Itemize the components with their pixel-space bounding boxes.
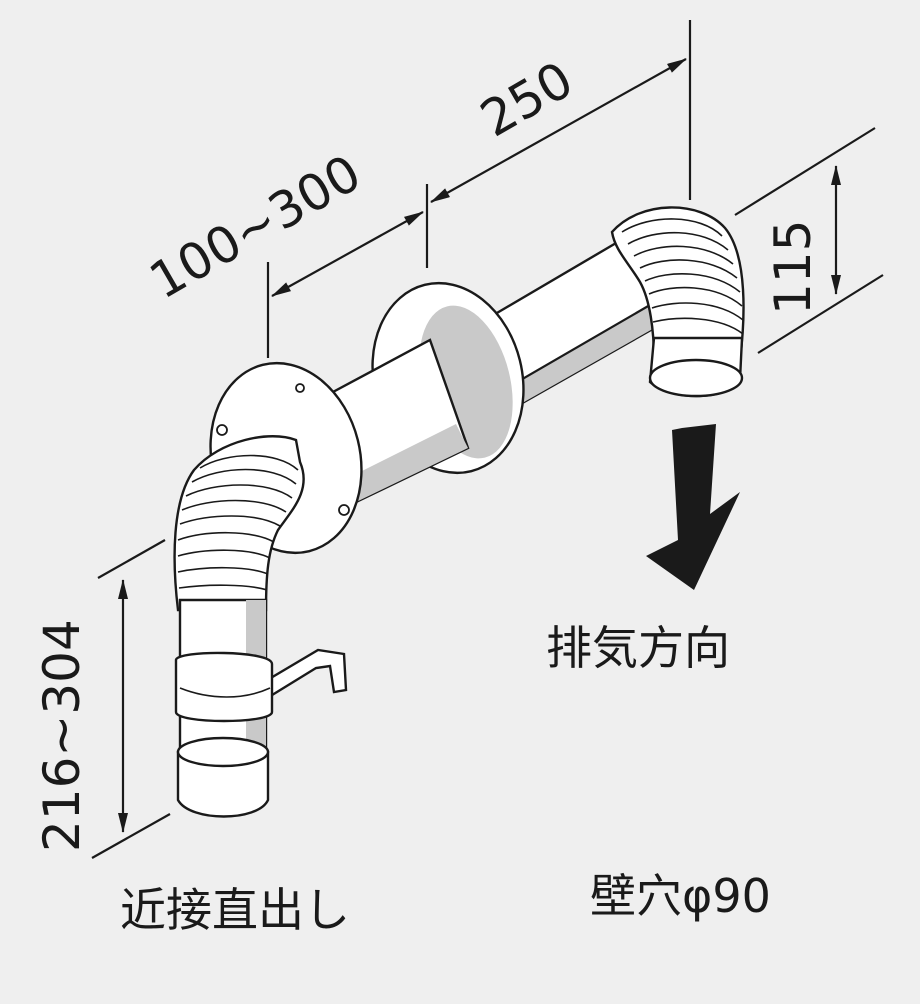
flange-screw-left-1 [216,424,228,436]
pipe-edge-right [499,297,663,393]
dimension-outlet-height: 115 [734,127,884,354]
elbow-right [610,206,745,398]
extension-line-lower [91,813,171,859]
extension-line-upper [97,539,166,579]
dimension-label-horizontal-length: 250 [471,50,583,148]
bracket-band [174,651,274,723]
elbow-ribs-left [177,454,299,591]
extension-line-bottom [757,274,884,354]
outlet-opening-right [648,358,744,398]
bracket-arm [262,648,348,703]
exhaust-direction-arrow [646,424,740,590]
dimension-label-vertical-height: 216~304 [33,619,91,852]
elbow-body-left [173,435,305,612]
support-bracket [174,648,348,723]
dimension-label-wall-thickness: 100~300 [140,144,371,311]
dimension-arrow-horizontal-length [430,58,687,203]
dimension-horizontal-length: 250 [430,20,692,203]
outlet-rim-left [176,736,270,768]
exhaust-direction-label: 排気方向 [546,621,730,675]
dimension-label-outlet-height: 115 [764,220,822,315]
flange-screw-left-2 [338,504,350,516]
down-arrow-icon [646,424,740,590]
dimension-vertical-height: 216~304 [33,539,171,859]
elbow-left [173,435,305,612]
pipe-shade-right [500,298,672,410]
bracket-band-edge [179,687,271,698]
installation-type-label: 近接直出し [120,883,350,937]
flange-screw-left-3 [295,383,305,393]
pipe-shade-middle [340,424,468,504]
wall-hole-label: 壁穴φ90 [590,869,771,923]
elbow-ribs-right [621,218,744,335]
extension-line-top [734,127,876,216]
dimension-arrow-wall-thickness [271,211,424,297]
outlet-body-left [176,750,270,818]
outlet-left [176,736,270,818]
